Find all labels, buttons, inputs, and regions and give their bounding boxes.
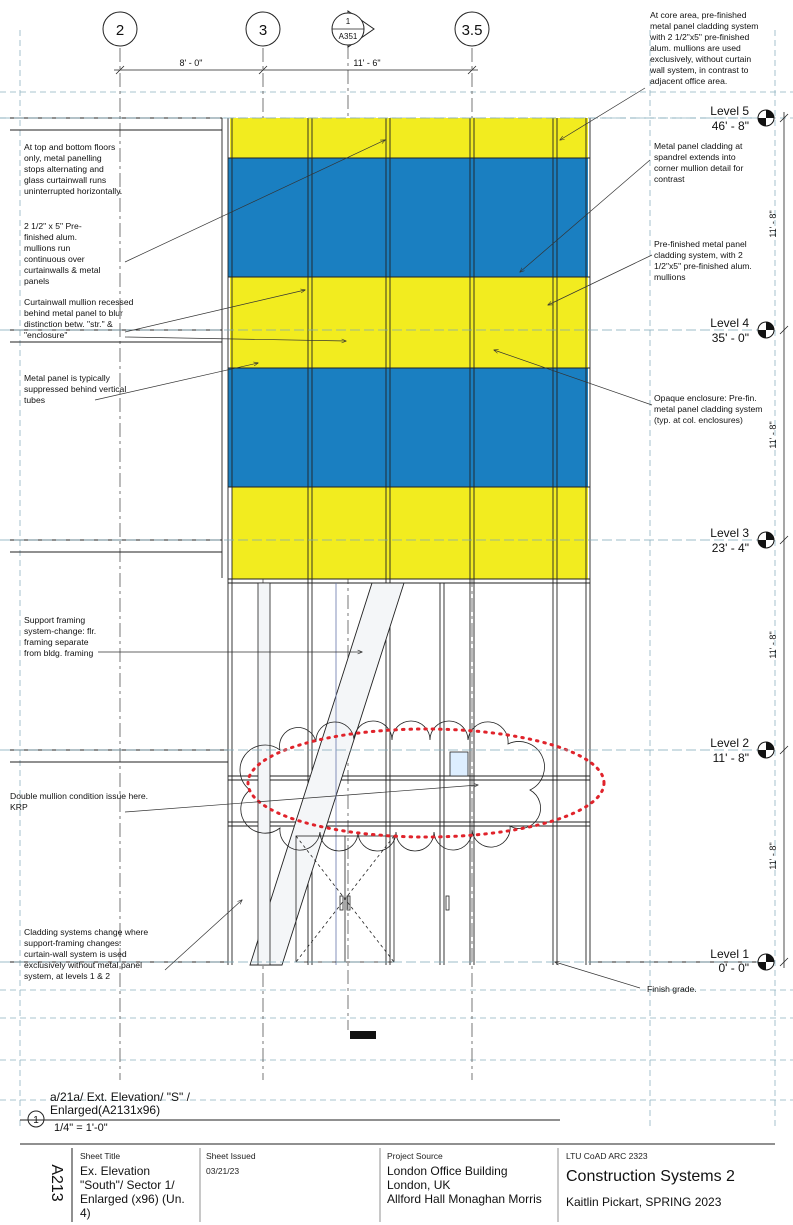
svg-text:Support framing system-c: Support framing system-change: flr. fram…: [24, 615, 99, 658]
finish-grade-text: Finish grade.: [647, 984, 697, 994]
level-1-elevation: 0' - 0": [718, 961, 749, 975]
level-marker-4: Level 4 35' - 0": [710, 316, 775, 345]
revision-cloud: [239, 720, 606, 852]
view-scale: 1/4" = 1'-0": [54, 1122, 108, 1134]
facade-panels: [228, 118, 588, 579]
grid-bubble-2[interactable]: 2: [102, 11, 138, 47]
svg-text:2 1/2" x 5" Pre- finishe: 2 1/2" x 5" Pre- finished alum. mullions…: [24, 221, 103, 286]
level-marker-3: Level 3 23' - 4": [710, 526, 775, 555]
course-title: Construction Systems 2: [566, 1168, 735, 1185]
grid-label-3: 3: [259, 22, 267, 39]
leader-lines: [94, 87, 653, 989]
svg-text:Pre-finished metal panel: Pre-finished metal panel cladding system…: [654, 239, 754, 282]
svg-text:Curtainwall mullion recessed: Curtainwall mullion recessed behind meta…: [24, 297, 136, 340]
floor-height-5: 11' - 8": [768, 210, 778, 237]
level-lines: [0, 117, 765, 963]
view-title-line1: a/21a/ Ext. Elevation/ "S" /: [50, 1090, 191, 1104]
level-marker-2: Level 2 11' - 8": [710, 736, 775, 765]
title-block-frame: [20, 1143, 775, 1222]
sheet-number: A213: [48, 1164, 65, 1201]
dimension-2-3: 8' - 0": [180, 58, 203, 68]
level-marker-5: Level 5 46' - 8": [710, 104, 775, 133]
svg-text:Metal panel cladding at: Metal panel cladding at spandrel extends…: [654, 141, 746, 184]
note-prefinished-system: Pre-finished metal panel cladding system…: [654, 239, 754, 282]
level-dimension-string: [779, 112, 789, 968]
note-double-mullion: Double mullion condition issue here. KRP: [10, 791, 150, 812]
sheet-issued-label: Sheet Issued: [206, 1151, 256, 1161]
grid-label-3-5: 3.5: [462, 22, 483, 39]
level-2-elevation: 11' - 8": [713, 751, 749, 765]
floor-height-4: 11' - 8": [768, 421, 778, 448]
sheet-issued: 03/21/23: [206, 1166, 240, 1176]
project-source-label: Project Source: [387, 1151, 443, 1161]
view-number-circle: [27, 1110, 45, 1128]
project-source: London Office Building London, UK Allfor…: [387, 1164, 542, 1206]
course-code: LTU CoAD ARC 2323: [566, 1151, 648, 1161]
level-4-elevation: 35' - 0": [712, 331, 749, 345]
level-3-elevation: 23' - 4": [712, 541, 749, 555]
grid-bubble-3[interactable]: 3: [245, 11, 281, 47]
note-recessed-mullion: Curtainwall mullion recessed behind meta…: [24, 297, 136, 340]
note-suppressed-panel: Metal panel is typically suppressed behi…: [24, 373, 129, 405]
structural-brace: [249, 582, 405, 966]
view-title: 1 a/21a/ Ext. Elevation/ "S" / Enlarged(…: [20, 1090, 560, 1134]
yellow-panel-band-middle: [230, 277, 588, 368]
level-marker-1: Level 1 0' - 0": [710, 947, 775, 975]
svg-text:Metal panel is typically: Metal panel is typically suppressed behi…: [24, 373, 129, 405]
level-5-elevation: 46' - 8": [712, 119, 749, 133]
note-finish-grade: Finish grade.: [647, 984, 697, 994]
note-core-area: At core area, pre-finished metal panel c…: [649, 10, 761, 86]
svg-text:Opaque enclosure: Pre-fin.: Opaque enclosure: Pre-fin. metal panel c…: [654, 393, 765, 425]
section-number: 1: [346, 17, 351, 26]
grid-bubble-3-5[interactable]: 3.5: [454, 11, 490, 47]
blue-panel-band-upper: [228, 158, 588, 277]
view-title-line2: Enlarged(A2131x96): [50, 1103, 160, 1117]
dimension-string: [114, 65, 478, 75]
author: Kaitlin Pickart, SPRING 2023: [566, 1195, 722, 1209]
sheet-title-label: Sheet Title: [80, 1151, 121, 1161]
note-top-bottom-floors: At top and bottom floors only, metal pan…: [24, 142, 122, 196]
floor-height-2: 11' - 8": [768, 842, 778, 869]
note-opaque-enclosure: Opaque enclosure: Pre-fin. metal panel c…: [654, 393, 765, 425]
svg-text:At core area, pre-finished: At core area, pre-finished metal panel c…: [649, 10, 761, 86]
section-marker[interactable]: 1 A351: [331, 10, 375, 48]
reference-lines: [0, 30, 793, 1130]
blue-panel-band-lower: [228, 368, 588, 487]
entrance-doors: [295, 751, 469, 963]
level-1-name: Level 1: [710, 947, 749, 961]
section-sheet: A351: [339, 32, 358, 41]
svg-text:Double mullion condition issue: Double mullion condition issue here. KRP: [10, 791, 150, 812]
yellow-panel-band-top: [230, 118, 588, 158]
note-spandrel: Metal panel cladding at spandrel extends…: [654, 141, 746, 184]
level-2-name: Level 2: [710, 736, 749, 750]
note-cladding-change: Cladding systems change where support-fr…: [24, 927, 151, 981]
dimension-3-3-5: 11' - 6": [353, 58, 380, 68]
grid-label-2: 2: [116, 22, 124, 39]
level-3-name: Level 3: [710, 526, 749, 540]
scale-bar-block: [350, 1031, 376, 1039]
note-text: At top and bottom floors only, metal pan…: [24, 142, 122, 196]
yellow-panel-band-bottom: [232, 487, 588, 579]
level-4-name: Level 4: [710, 316, 749, 330]
level-5-name: Level 5: [710, 104, 749, 118]
floor-height-3: 11' - 8": [768, 631, 778, 658]
svg-text:Cladding systems change where: Cladding systems change where support-fr…: [24, 927, 151, 981]
note-continuous-mullions: 2 1/2" x 5" Pre- finished alum. mullions…: [24, 221, 103, 286]
sheet-title: Ex. Elevation "South"/ Sector 1/ Enlarge…: [80, 1164, 185, 1220]
mullions: [227, 118, 591, 965]
note-support-framing: Support framing system-change: flr. fram…: [24, 615, 99, 658]
